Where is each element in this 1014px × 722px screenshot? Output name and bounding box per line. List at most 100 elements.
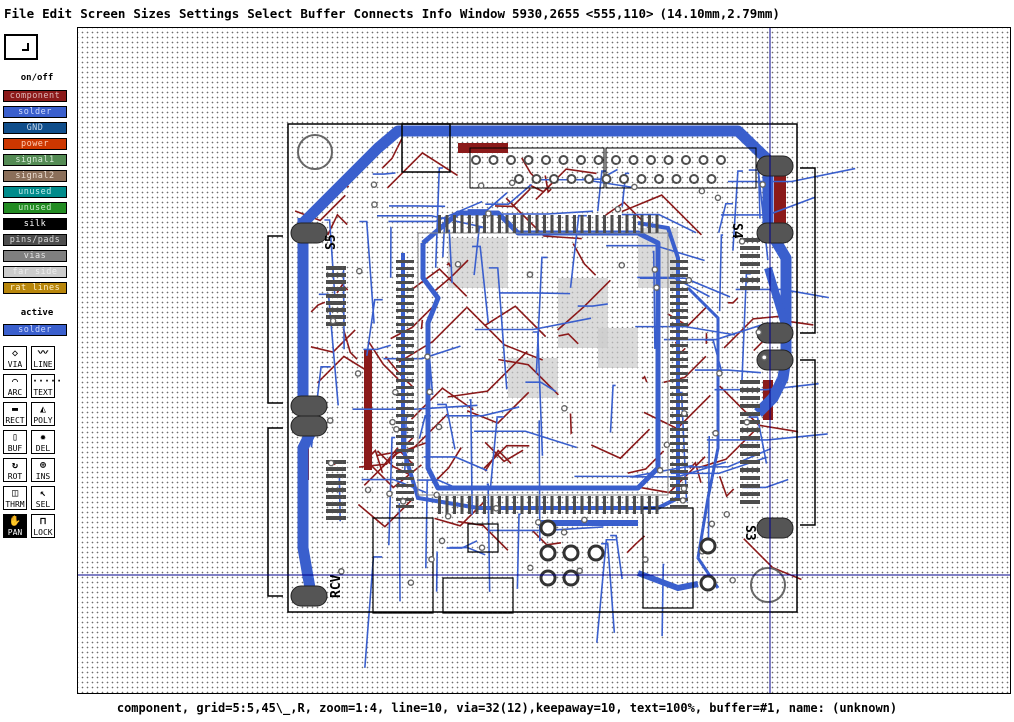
layer-toggle-signal2-5[interactable]: signal2: [3, 170, 67, 182]
solder-trace: [372, 172, 396, 175]
tool-text-button[interactable]: ·····TEXT: [31, 374, 62, 398]
header-pin: [681, 155, 691, 165]
menu-sizes[interactable]: Sizes: [133, 5, 172, 21]
via: [642, 556, 649, 563]
component-trace: [727, 297, 739, 304]
header-pin: [593, 155, 604, 165]
via: [653, 284, 660, 291]
component-pad: [587, 544, 605, 562]
tool-line-button[interactable]: 〰LINE: [31, 346, 55, 370]
solder-trace: [706, 433, 828, 441]
tool-rot-button[interactable]: ↻ROT: [3, 458, 27, 482]
solder-trace: [636, 570, 699, 592]
component-outline: [372, 517, 434, 614]
chip-pin: [396, 484, 414, 487]
cursor-metric: (14.10mm,2.79mm): [659, 5, 780, 21]
menu-window[interactable]: Window: [459, 5, 506, 21]
tool-thrm-button[interactable]: ◫THRM: [3, 486, 27, 510]
tool-poly-button[interactable]: ◭POLY: [31, 402, 55, 426]
solder-trace: [488, 267, 508, 390]
chip-pin: [573, 496, 576, 514]
header-pin: [663, 155, 674, 165]
via: [680, 410, 688, 417]
header-pin: [646, 155, 656, 165]
tool-via-button[interactable]: ◇VIA: [3, 346, 27, 370]
component-pad: [539, 569, 557, 587]
solder-trace: [446, 540, 478, 549]
chip-pin: [633, 496, 636, 514]
board-label-rcv: RCV: [329, 574, 344, 598]
via: [729, 576, 736, 584]
tool-sel-button[interactable]: ↖SEL: [31, 486, 55, 510]
tool-lock-button[interactable]: ⊓LOCK: [31, 514, 55, 538]
cursor-shape-indicator[interactable]: [4, 34, 38, 60]
layer-toggle-solder-1[interactable]: solder: [3, 106, 67, 118]
component-trace: [386, 151, 458, 189]
chip-pin: [396, 442, 414, 445]
component-trace: [633, 456, 706, 494]
component-trace: [484, 305, 547, 338]
chip-pin: [445, 215, 449, 233]
menu-connects[interactable]: Connects: [353, 5, 414, 21]
tool-pan-button[interactable]: ✋PAN: [3, 514, 27, 538]
connector-pin: [740, 460, 760, 464]
tool-ins-button[interactable]: ⊕INS: [31, 458, 55, 482]
edge-pad: [756, 155, 794, 177]
connector-pin: [326, 467, 346, 471]
chip-pin: [633, 215, 636, 233]
tool-del-button[interactable]: ✹DEL: [31, 430, 55, 454]
mounting-hole: [750, 567, 786, 603]
layer-toggle-silk-8[interactable]: silk: [3, 218, 67, 230]
solder-trace: [635, 325, 736, 336]
menu-info[interactable]: Info: [421, 5, 452, 21]
menu-buffer[interactable]: Buffer: [300, 5, 346, 21]
chip-pin: [396, 505, 414, 508]
via: [435, 423, 443, 431]
solder-trace: [732, 170, 743, 251]
menu-select[interactable]: Select: [247, 5, 293, 21]
menu-settings[interactable]: Settings: [179, 5, 240, 21]
layer-toggle-pins-pads-9[interactable]: pins/pads: [3, 234, 67, 246]
menu-edit[interactable]: Edit: [42, 5, 73, 21]
layer-toggle-far-side-11[interactable]: far side: [3, 266, 67, 278]
buffer-icon: ▯: [11, 432, 19, 443]
layer-toggle-component-0[interactable]: component: [3, 90, 67, 102]
chip-pin: [396, 358, 414, 361]
component-trace: [316, 355, 371, 384]
chip-pin: [528, 215, 531, 233]
chip-pin: [670, 435, 688, 438]
component-trace: [558, 333, 579, 345]
tool-rect-button[interactable]: ▬RECT: [3, 402, 27, 426]
via: [723, 511, 731, 518]
layer-toggle-signal1-4[interactable]: signal1: [3, 154, 67, 166]
via: [656, 467, 664, 474]
layer-toggle-unused-7[interactable]: unused: [3, 202, 67, 214]
header-pin: [549, 174, 559, 184]
tool-label: BUF: [7, 444, 23, 453]
layer-toggle-rat-lines-12[interactable]: rat lines: [3, 282, 67, 294]
tool-buf-button[interactable]: ▯BUF: [3, 430, 27, 454]
chip-pin: [625, 215, 629, 233]
chip-pin: [670, 400, 688, 403]
chip-pin: [670, 337, 688, 340]
layer-toggle-power-3[interactable]: power: [3, 138, 67, 150]
tool-label: THRM: [5, 500, 25, 509]
chip-pin: [670, 330, 688, 333]
layer-toggle-vias-10[interactable]: vias: [3, 250, 67, 262]
menu-file[interactable]: File: [4, 5, 35, 21]
component-pad: [539, 544, 557, 562]
solder-trace: [601, 542, 616, 633]
connector-pin: [740, 428, 760, 432]
solder-power-trace: [764, 266, 790, 330]
via: [712, 429, 719, 437]
active-layer-button[interactable]: solder: [3, 324, 67, 336]
component-trace: [398, 307, 467, 363]
component-trace: [666, 305, 709, 327]
tool-arc-button[interactable]: ⌒ARC: [3, 374, 27, 398]
layer-toggle-unused-6[interactable]: unused: [3, 186, 67, 198]
layer-toggle-gnd-2[interactable]: GND: [3, 122, 67, 134]
menu-screen[interactable]: Screen: [80, 5, 126, 21]
chip-pin: [670, 260, 688, 263]
chip-pin: [670, 344, 688, 347]
